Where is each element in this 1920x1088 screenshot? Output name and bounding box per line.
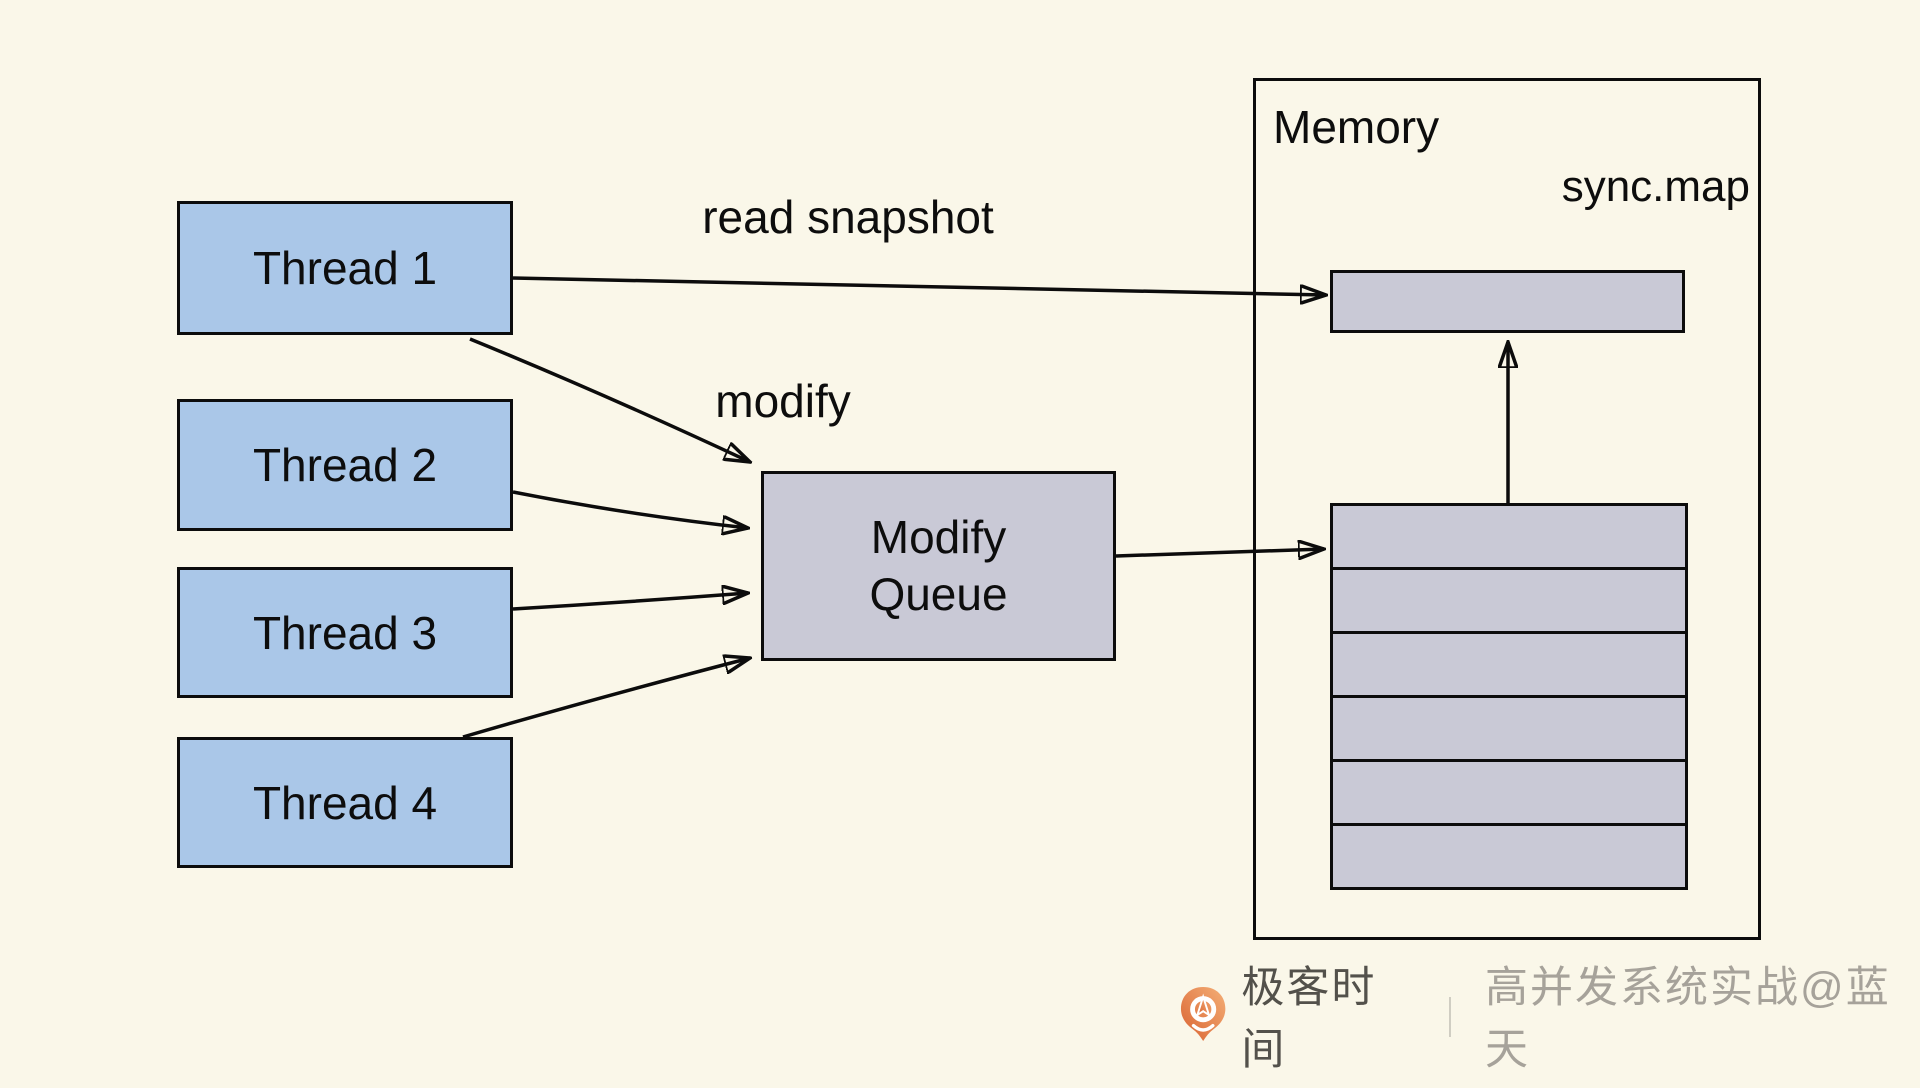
stack-row [1333, 759, 1685, 823]
modify-arrow-thread-2 [512, 490, 748, 528]
thread-4-label: Thread 4 [252, 776, 438, 829]
geektime-logo-icon [1180, 987, 1226, 1042]
footer-branding: 极客时间 ｜ 高并发系统实战@蓝天 [1180, 964, 1920, 1074]
modify-queue-box: Modify Queue [761, 471, 1116, 661]
read-snapshot-label: read snapshot [702, 191, 994, 243]
thread-3-box: Thread 3 [177, 567, 513, 698]
stack-row [1333, 631, 1685, 695]
modify-arrow-thread-3 [512, 593, 748, 611]
thread-1-label: Thread 1 [252, 242, 438, 294]
memory-box [1253, 78, 1761, 940]
course-name: 高并发系统实战@蓝天 [1485, 964, 1891, 1074]
modify-queue-label-line2: Queue [869, 568, 1008, 620]
brand-name: 极客时间 [1241, 964, 1377, 1074]
stack-row [1333, 823, 1685, 887]
thread-1-box: Thread 1 [177, 201, 513, 335]
thread-4-box: Thread 4 [177, 737, 513, 868]
stack-row [1333, 567, 1685, 631]
stack-row [1333, 506, 1685, 567]
stack-row [1333, 695, 1685, 759]
modify-queue-label-line1: Modify [870, 510, 1007, 563]
memory-title: Memory [1273, 101, 1440, 153]
sync-map-label: sync.map [1561, 162, 1750, 211]
snapshot-slot [1330, 270, 1685, 333]
queue-stack [1330, 503, 1688, 890]
modify-arrow-label: modify [715, 375, 851, 427]
footer-divider: ｜ [1430, 997, 1471, 1041]
thread-3-label: Thread 3 [252, 606, 438, 659]
thread-2-box: Thread 2 [177, 399, 513, 531]
read-snapshot-arrow [512, 276, 1326, 295]
thread-2-label: Thread 2 [252, 439, 438, 491]
